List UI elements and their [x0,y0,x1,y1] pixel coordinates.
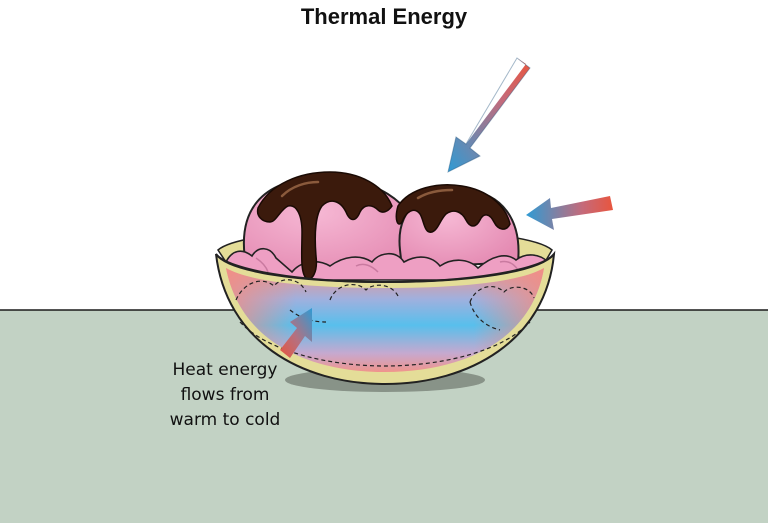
bowl [215,250,556,386]
heat-flow-caption: Heat energy flows from warm to cold [160,358,290,433]
diagram-title: Thermal Energy [300,4,468,29]
caption-line-1: Heat energy [172,360,278,380]
caption-line-2: flows from [180,385,270,405]
chocolate-syrup [256,171,511,280]
heat-arrow-right [526,196,613,230]
heat-arrow-top [447,57,531,173]
caption-line-3: warm to cold [169,410,281,430]
heat-arrow-bowl [280,308,312,358]
